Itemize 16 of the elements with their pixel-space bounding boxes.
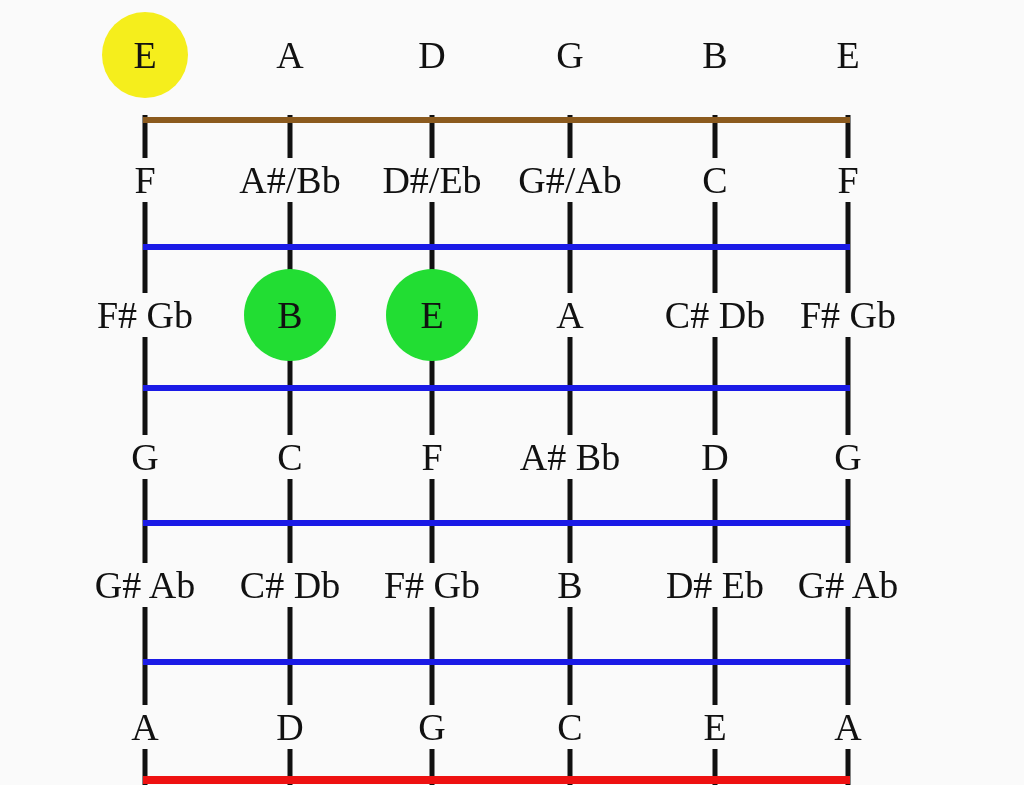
note-label: A#/Bb — [237, 158, 343, 202]
note-label: A — [554, 293, 586, 337]
note-label: D — [274, 705, 306, 749]
note-label: F — [835, 158, 861, 202]
note-label: G — [129, 435, 161, 479]
highlighted-note-circle: B — [244, 269, 336, 361]
note-label: G#/Ab — [516, 158, 624, 202]
note-label: A — [129, 705, 161, 749]
note-label: A — [832, 705, 864, 749]
highlighted-note-circle: E — [386, 269, 478, 361]
note-label: F — [419, 435, 445, 479]
note-label: F — [132, 158, 158, 202]
note-label: D — [699, 435, 731, 479]
note-label: G — [416, 705, 448, 749]
open-note-circle: E — [102, 12, 188, 98]
note-label: G — [832, 435, 864, 479]
